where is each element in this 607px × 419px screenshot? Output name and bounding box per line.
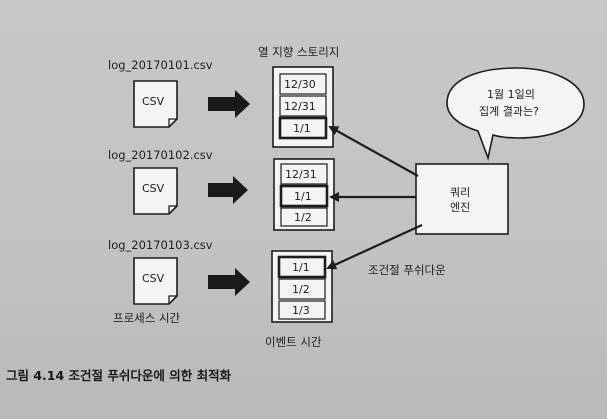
partition-3-row-2: 1/2 (292, 283, 310, 296)
partition-3-row-3: 1/3 (292, 304, 310, 317)
block-arrow-3 (208, 268, 250, 296)
figure-caption: 그림 4.14 조건절 푸쉬다운에 의한 최적화 (6, 368, 232, 383)
partition-2-row-2: 1/1 (294, 190, 312, 203)
partition-3 (271, 250, 333, 323)
pushdown-label: 조건절 푸쉬다운 (368, 263, 446, 277)
event-time-label: 이벤트 시간 (265, 335, 322, 349)
csv-file-icon-3 (133, 257, 178, 305)
pushdown-arrow-1 (328, 126, 419, 177)
partition-1-row-2: 12/31 (284, 100, 316, 113)
block-arrow-1 (208, 90, 250, 118)
partition-1 (272, 66, 334, 148)
block-arrow-2 (208, 176, 248, 204)
partition-2-row-1: 12/31 (285, 168, 317, 181)
csv-label-3: CSV (142, 272, 165, 285)
query-engine-box (415, 163, 509, 235)
partition-1-row-3: 1/1 (293, 122, 311, 135)
storage-title: 열 지향 스토리지 (258, 45, 340, 59)
partition-3-row-1: 1/1 (292, 261, 310, 274)
file-name-2: log_20170102.csv (108, 148, 213, 162)
query-speech-bubble (446, 67, 585, 161)
bubble-text-line2: 집계 결과는? (479, 105, 539, 118)
csv-file-icon-2 (133, 167, 178, 215)
csv-file-icon-1 (133, 80, 178, 128)
process-time-label: 프로세스 시간 (113, 311, 181, 325)
engine-label-line1: 쿼리 (450, 186, 471, 199)
partition-2-row-3: 1/2 (294, 211, 312, 224)
file-name-3: log_20170103.csv (108, 238, 213, 252)
engine-label-line2: 엔진 (450, 201, 471, 214)
file-name-1: log_20170101.csv (108, 58, 213, 72)
csv-label-1: CSV (142, 95, 165, 108)
pushdown-arrow-3 (326, 223, 423, 270)
bubble-text-line1: 1월 1일의 (487, 88, 535, 101)
csv-label-2: CSV (142, 182, 165, 195)
partition-1-row-1: 12/30 (284, 78, 316, 91)
